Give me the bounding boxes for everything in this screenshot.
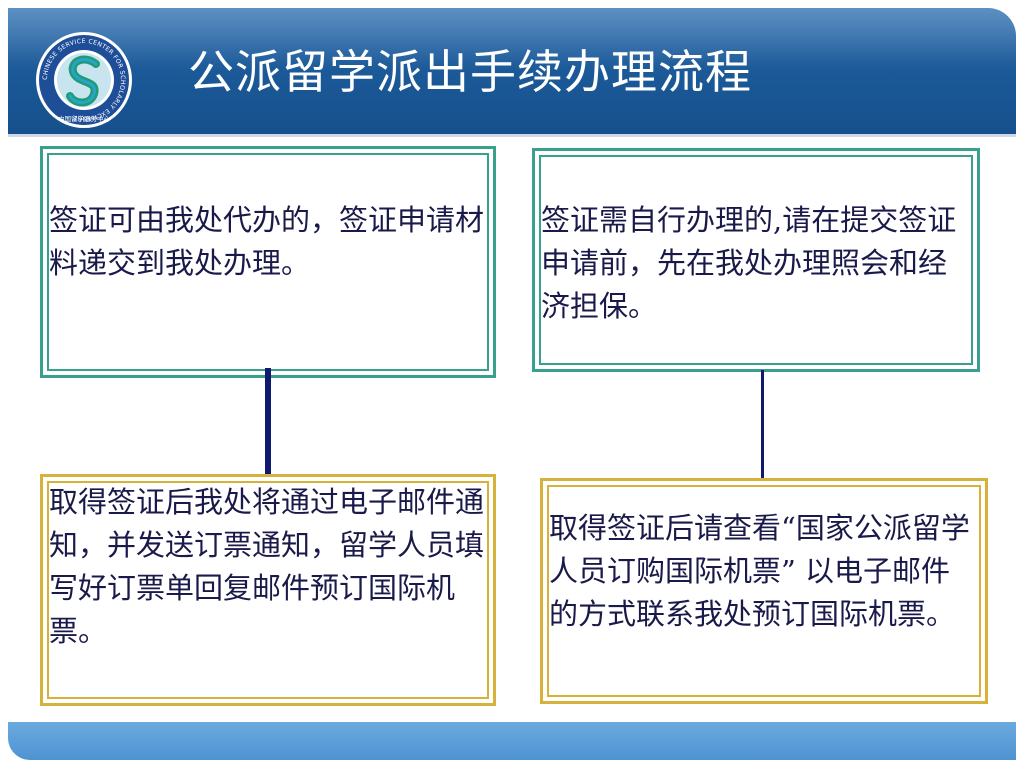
- step-box-inner-border: [539, 155, 973, 365]
- step-box-inner-border: [547, 485, 981, 697]
- step-box-inner-border: [47, 481, 489, 699]
- header-shine: [8, 8, 1016, 71]
- footer-band: [8, 722, 1016, 760]
- step-text-self-ticket-booking: 取得签证后请查看“国家公派留学人员订购国际机票” 以电子邮件的方式联系我处预订国…: [549, 511, 970, 631]
- step-text-agency-visa: 签证可由我处代办的，签证申请材料递交到我处办理。: [49, 203, 485, 280]
- step-box-agency-visa: 签证可由我处代办的，签证申请材料递交到我处办理。: [40, 146, 496, 378]
- cscse-logo: CHINESE SERVICE CENTER FOR SCHOLARLY EXC…: [36, 32, 132, 128]
- logo-caption: 中国留学服务中心: [58, 114, 111, 123]
- step-box-self-visa: 签证需自行办理的,请在提交签证申请前，先在我处办理照会和经济担保。: [532, 148, 980, 372]
- connector-left: [265, 368, 271, 476]
- page-title: 公派留学派出手续办理流程: [188, 45, 752, 99]
- step-box-self-ticket-booking: 取得签证后请查看“国家公派留学人员订购国际机票” 以电子邮件的方式联系我处预订国…: [540, 478, 988, 704]
- step-text-self-visa: 签证需自行办理的,请在提交签证申请前，先在我处办理照会和经济担保。: [541, 203, 957, 323]
- connector-right: [761, 370, 764, 478]
- step-box-email-ticket-notice: 取得签证后我处将通过电子邮件通知，并发送订票通知，留学人员填写好订票单回复邮件预…: [40, 474, 496, 706]
- step-text-email-ticket-notice: 取得签证后我处将通过电子邮件通知，并发送订票通知，留学人员填写好订票单回复邮件预…: [49, 485, 485, 648]
- header-band: [8, 8, 1016, 134]
